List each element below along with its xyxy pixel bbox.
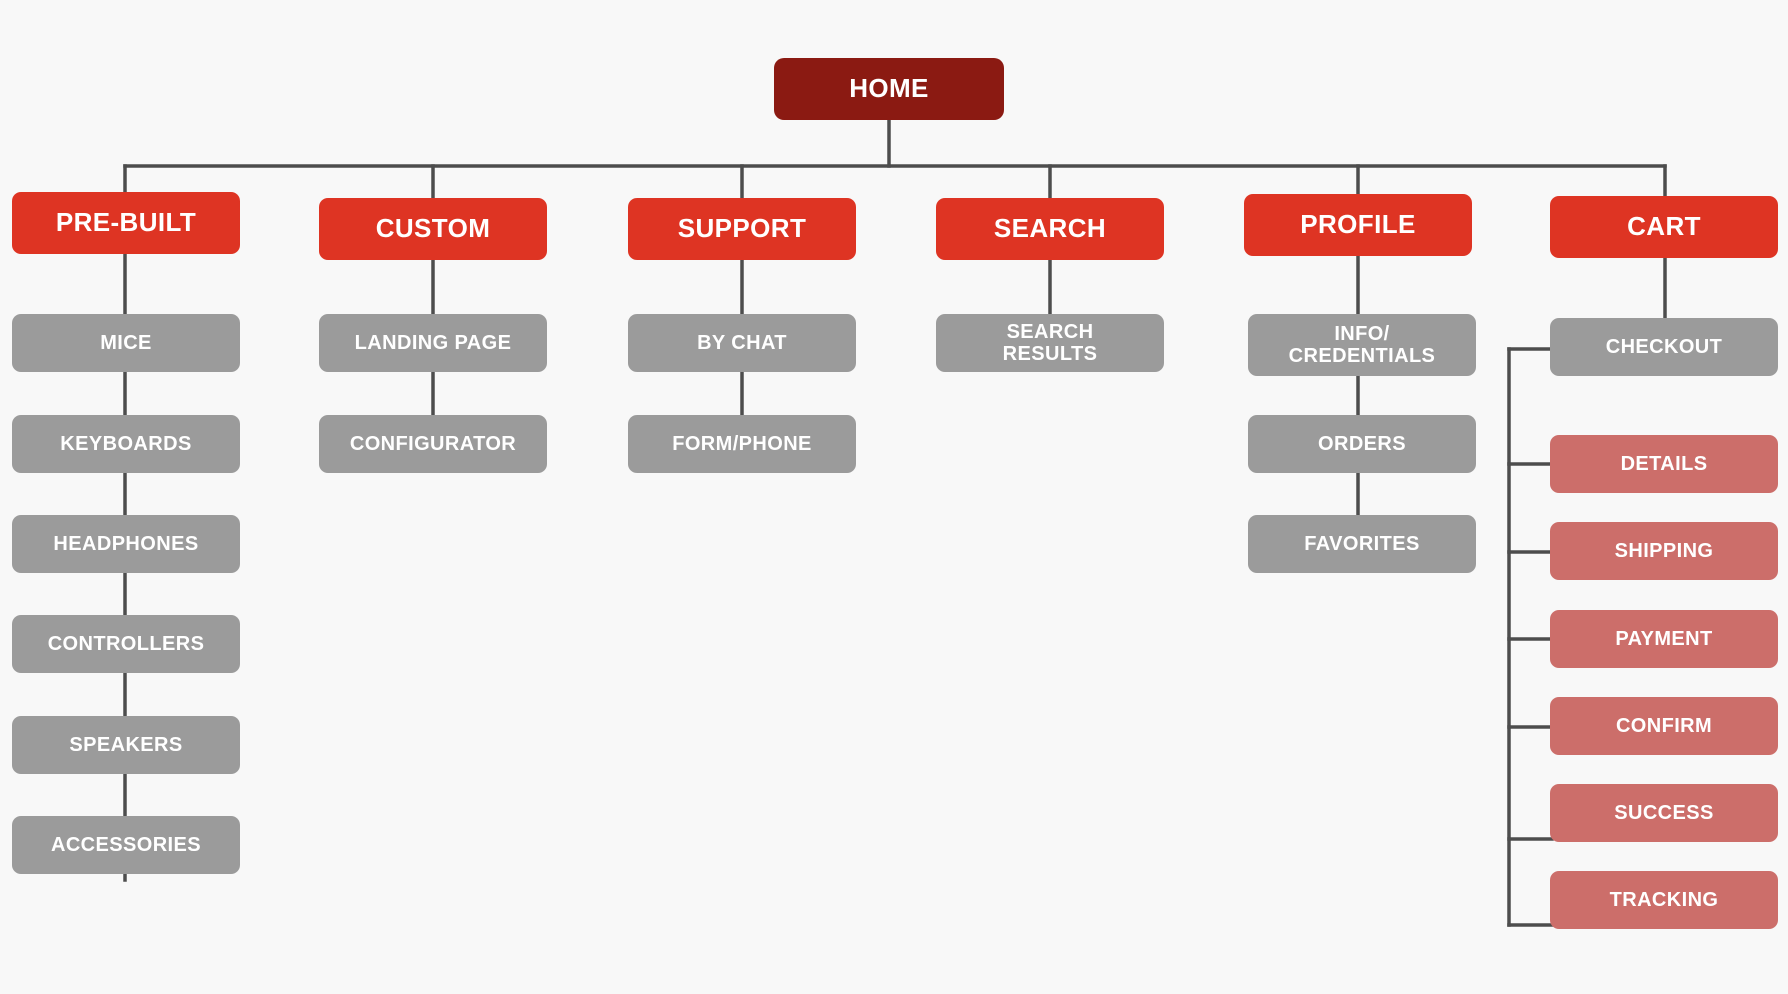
node-shipping[interactable]: SHIPPING [1550,522,1778,580]
node-headphones[interactable]: HEADPHONES [12,515,240,573]
node-confirm[interactable]: CONFIRM [1550,697,1778,755]
node-support[interactable]: SUPPORT [628,198,856,260]
node-form-phone[interactable]: FORM/PHONE [628,415,856,473]
node-keyboards[interactable]: KEYBOARDS [12,415,240,473]
node-by-chat[interactable]: BY CHAT [628,314,856,372]
node-search-results[interactable]: SEARCH RESULTS [936,314,1164,372]
node-controllers[interactable]: CONTROLLERS [12,615,240,673]
node-profile[interactable]: PROFILE [1244,194,1472,256]
node-accessories[interactable]: ACCESSORIES [12,816,240,874]
node-landing-page[interactable]: LANDING PAGE [319,314,547,372]
node-orders[interactable]: ORDERS [1248,415,1476,473]
node-home[interactable]: HOME [774,58,1004,120]
node-info-credentials[interactable]: INFO/ CREDENTIALS [1248,314,1476,376]
node-details[interactable]: DETAILS [1550,435,1778,493]
node-custom[interactable]: CUSTOM [319,198,547,260]
node-checkout[interactable]: CHECKOUT [1550,318,1778,376]
node-pre-built[interactable]: PRE-BUILT [12,192,240,254]
node-mice[interactable]: MICE [12,314,240,372]
node-tracking[interactable]: TRACKING [1550,871,1778,929]
node-favorites[interactable]: FAVORITES [1248,515,1476,573]
node-configurator[interactable]: CONFIGURATOR [319,415,547,473]
node-success[interactable]: SUCCESS [1550,784,1778,842]
node-payment[interactable]: PAYMENT [1550,610,1778,668]
node-speakers[interactable]: SPEAKERS [12,716,240,774]
node-cart[interactable]: CART [1550,196,1778,258]
node-search[interactable]: SEARCH [936,198,1164,260]
